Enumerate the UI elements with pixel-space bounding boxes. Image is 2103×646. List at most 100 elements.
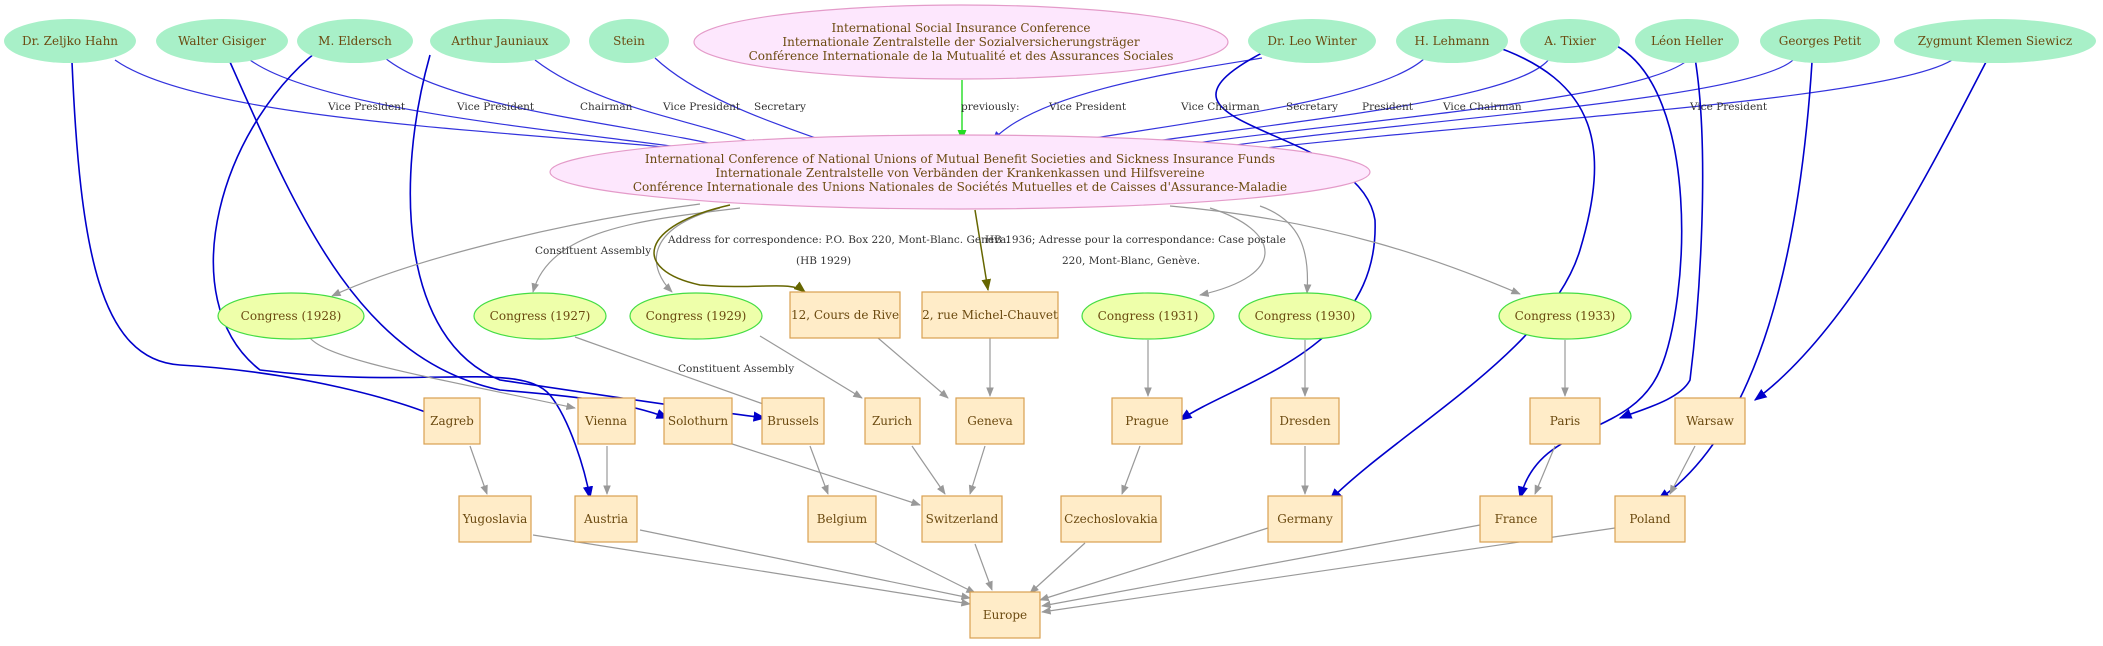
edge-jauniaux-icnu [534, 59, 761, 147]
node-c1928[interactable]: Congress (1928) [217, 292, 365, 340]
node-tixier[interactable]: A. Tixier [1520, 19, 1620, 63]
edge-icnu-c1929 [655, 207, 721, 293]
edge-icnu-c1928 [331, 203, 701, 297]
node-petit[interactable]: Georges Petit [1760, 19, 1880, 63]
edge-tixier-icnu [1119, 57, 1551, 149]
node-icnu-line-1: International Conference of National Uni… [645, 152, 1275, 166]
node-prague[interactable]: Prague [1111, 397, 1183, 445]
node-winter[interactable]: Dr. Leo Winter [1248, 19, 1376, 63]
edge-geneva-switzerland [968, 445, 986, 495]
node-poland[interactable]: Poland [1614, 495, 1686, 543]
edge-france-europe [1041, 524, 1481, 609]
node-belgium[interactable]: Belgium [807, 495, 877, 543]
edge-icnu-rive [653, 204, 806, 293]
node-czechoslovakia-label: Czechoslovakia [1064, 512, 1158, 526]
node-tixier-label: A. Tixier [1543, 34, 1596, 48]
node-prague-label: Prague [1125, 414, 1168, 428]
node-c1933[interactable]: Congress (1933) [1498, 292, 1632, 340]
edge-gisiger-solothurn [229, 61, 670, 419]
node-eldersch-label: M. Eldersch [318, 34, 392, 48]
edge-petit-icnu [1199, 57, 1796, 153]
edge-brussels-belgium [809, 445, 829, 495]
edge-petit-france [1656, 61, 1813, 501]
edge-heller-icnu [1159, 57, 1691, 151]
node-lehmann[interactable]: H. Lehmann [1396, 19, 1508, 63]
edge-label-stein: Secretary [754, 101, 806, 113]
node-solothurn-label: Solothurn [668, 414, 729, 428]
node-switzerland[interactable]: Switzerland [921, 495, 1003, 543]
node-eldersch[interactable]: M. Eldersch [297, 19, 413, 63]
edge-rive-geneva [877, 337, 949, 399]
edge-hahn-icnu [114, 59, 696, 153]
edge-zagreb-yugoslavia [469, 445, 488, 495]
node-brussels[interactable]: Brussels [761, 397, 825, 445]
node-poland-label: Poland [1629, 512, 1671, 526]
node-geneva[interactable]: Geneva [955, 397, 1025, 445]
node-icnu-line-3: Conférence Internationale des Unions Nat… [633, 180, 1287, 194]
node-issc[interactable]: International Social Insurance Conferenc… [693, 4, 1229, 80]
node-europe[interactable]: Europe [969, 591, 1041, 639]
node-solothurn[interactable]: Solothurn [663, 397, 733, 445]
node-belgium-label: Belgium [817, 512, 868, 526]
node-austria-label: Austria [583, 512, 628, 526]
edge-eldersch-icnu [384, 57, 731, 150]
edge-label-gisiger: Vice President [456, 101, 535, 113]
edge-labels: Vice President Vice President Chairman V… [327, 101, 1768, 375]
node-c1927[interactable]: Congress (1927) [473, 292, 607, 340]
edge-lehmann-icnu [1057, 57, 1426, 147]
node-germany[interactable]: Germany [1267, 495, 1343, 543]
node-paris-label: Paris [1550, 414, 1580, 428]
edge-c1927-brussels [574, 336, 781, 411]
edge-germany-europe [1039, 527, 1269, 602]
edge-label-rive-address-line-1: Address for correspondence: P.O. Box 220… [667, 234, 1010, 246]
node-c1929[interactable]: Congress (1929) [629, 292, 763, 340]
node-vienna[interactable]: Vienna [577, 397, 636, 445]
node-stein[interactable]: Stein [589, 19, 669, 63]
edge-label-chauvet-address-line-2: 220, Mont-Blanc, Genève. [1062, 255, 1200, 267]
node-warsaw-label: Warsaw [1686, 414, 1734, 428]
edge-winter-icnu [992, 57, 1263, 141]
edge-c1929-zurich [759, 335, 863, 399]
node-vienna-label: Vienna [584, 414, 627, 428]
node-chauvet[interactable]: 2, rue Michel-Chauvet [921, 291, 1059, 339]
edge-siewicz-icnu [1229, 57, 1956, 155]
node-france[interactable]: France [1479, 495, 1553, 543]
edge-winter-prague [1178, 44, 1376, 421]
node-brussels-label: Brussels [767, 414, 819, 428]
node-rive[interactable]: 12, Cours de Rive [789, 291, 901, 339]
node-c1931-label: Congress (1931) [1098, 309, 1199, 323]
node-c1930[interactable]: Congress (1930) [1238, 292, 1372, 340]
node-siewicz[interactable]: Zygmunt Klemen Siewicz [1894, 19, 2096, 63]
edge-icnu-chauvet [974, 209, 992, 292]
edge-lehmann-germany [1329, 43, 1596, 501]
node-warsaw[interactable]: Warsaw [1674, 397, 1746, 445]
edge-paris-france [1534, 445, 1556, 495]
edge-icnu-c1933 [1169, 205, 1521, 295]
node-austria[interactable]: Austria [574, 495, 638, 543]
node-jauniaux[interactable]: Arthur Jauniaux [430, 19, 570, 63]
edge-label-hahn: Vice President [327, 101, 406, 113]
node-zurich[interactable]: Zurich [864, 397, 921, 445]
node-icnu[interactable]: International Conference of National Uni… [549, 134, 1371, 210]
node-yugoslavia[interactable]: Yugoslavia [458, 495, 532, 543]
node-gisiger-label: Walter Gisiger [178, 34, 266, 48]
node-hahn[interactable]: Dr. Zeljko Hahn [4, 19, 136, 63]
edge-label-chauvet-address-line-1: HB 1936; Adresse pour la correspondance:… [985, 234, 1286, 246]
node-zagreb-label: Zagreb [430, 414, 474, 428]
node-c1928-label: Congress (1928) [241, 309, 342, 323]
node-c1931[interactable]: Congress (1931) [1081, 292, 1215, 340]
edge-icnu-c1930 [1259, 205, 1312, 294]
node-gisiger[interactable]: Walter Gisiger [156, 19, 288, 63]
node-zagreb[interactable]: Zagreb [423, 397, 481, 445]
place-nodes: 12, Cours de Rive 2, rue Michel-Chauvet … [423, 291, 1746, 639]
node-chauvet-label: 2, rue Michel-Chauvet [922, 308, 1058, 322]
edge-czechoslovakia-europe [1029, 542, 1086, 594]
node-geneva-label: Geneva [967, 414, 1012, 428]
node-czechoslovakia[interactable]: Czechoslovakia [1060, 495, 1162, 543]
node-dresden[interactable]: Dresden [1270, 397, 1340, 445]
node-paris[interactable]: Paris [1529, 397, 1601, 445]
node-heller[interactable]: Léon Heller [1635, 19, 1739, 63]
edge-austria-europe [639, 529, 971, 601]
edge-label-petit: Vice Chairman [1442, 101, 1522, 113]
